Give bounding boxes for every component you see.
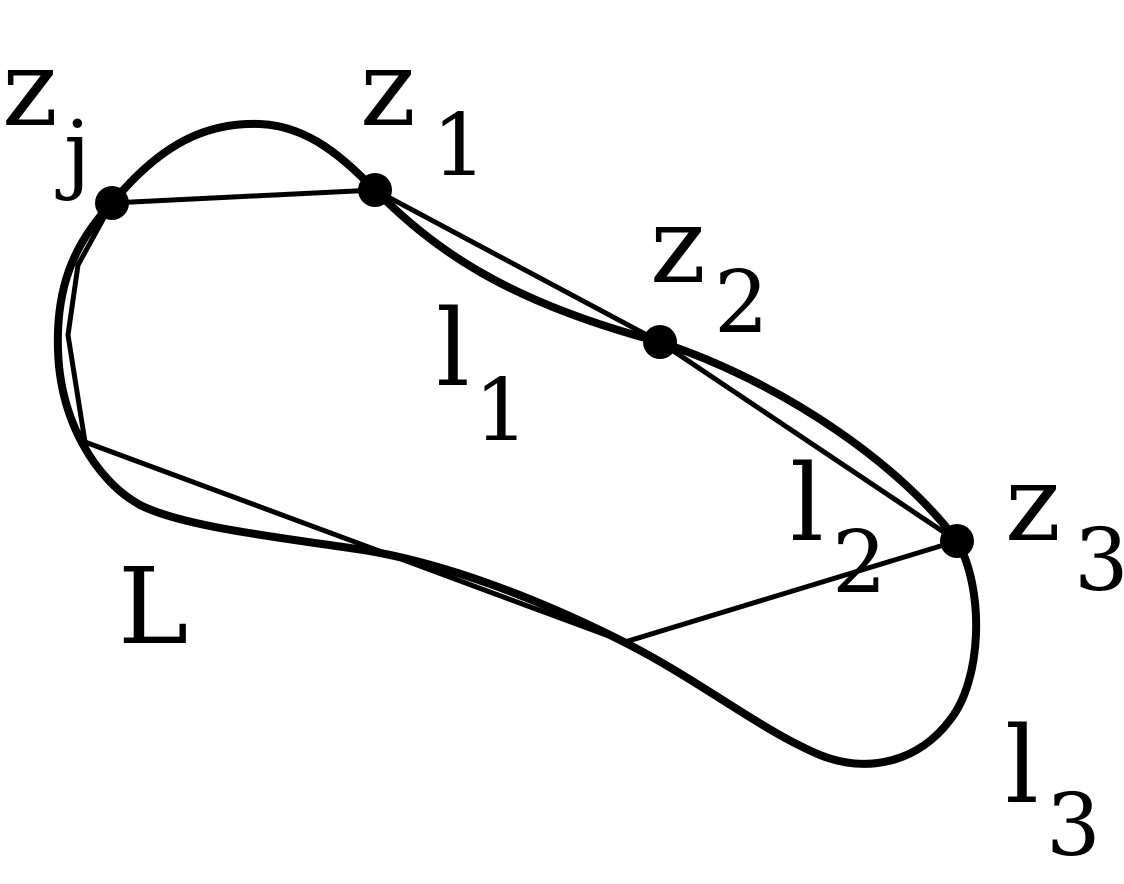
chord-z1-z2 bbox=[372, 187, 663, 345]
label-z1: z 1 bbox=[360, 27, 487, 196]
label-zj: z j bbox=[2, 27, 91, 203]
label-curve-L: L bbox=[118, 545, 188, 668]
label-l1: l 1 bbox=[436, 287, 529, 461]
label-l3: l 3 bbox=[1005, 704, 1101, 876]
chord-z3-bottom bbox=[622, 538, 960, 645]
point-zj bbox=[95, 186, 129, 220]
point-z1 bbox=[358, 173, 392, 207]
label-z3: z 3 bbox=[1005, 442, 1124, 611]
chord-z2-z3 bbox=[657, 339, 960, 544]
point-z2 bbox=[643, 325, 677, 359]
point-z3 bbox=[940, 524, 974, 558]
chord-bottom-left bbox=[82, 439, 628, 645]
vertex-points bbox=[95, 173, 974, 558]
label-z2: z 2 bbox=[650, 184, 769, 353]
chord-zj-z1 bbox=[109, 187, 378, 206]
chord-left-side bbox=[65, 200, 115, 445]
label-l2: l 2 bbox=[790, 442, 887, 613]
inscribed-polygon bbox=[65, 187, 960, 645]
